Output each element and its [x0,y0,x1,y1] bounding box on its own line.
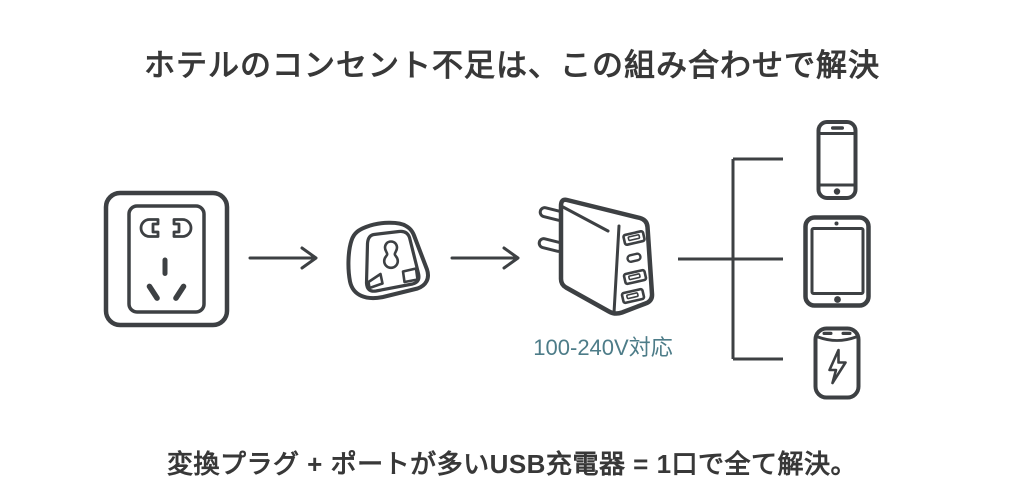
power-bank-icon [813,326,861,400]
lightning-bolt-icon [828,348,847,385]
travel-adapter-icon [346,220,430,301]
tablet-icon [803,215,871,308]
wall-outlet-icon [103,190,230,328]
voltage-label: 100-240V対応 [533,335,673,360]
caption-text: 変換プラグ + ポートが多いUSB充電器 = 1口で全て解決。 [166,449,858,479]
arrow-right-icon [450,246,520,270]
smartphone-icon [816,120,858,200]
page-title: ホテルのコンセント不足は、この組み合わせで解決 [144,48,880,83]
connector-lines [678,157,783,361]
usb-charger-icon [537,197,655,316]
arrow-right-icon [248,246,318,270]
